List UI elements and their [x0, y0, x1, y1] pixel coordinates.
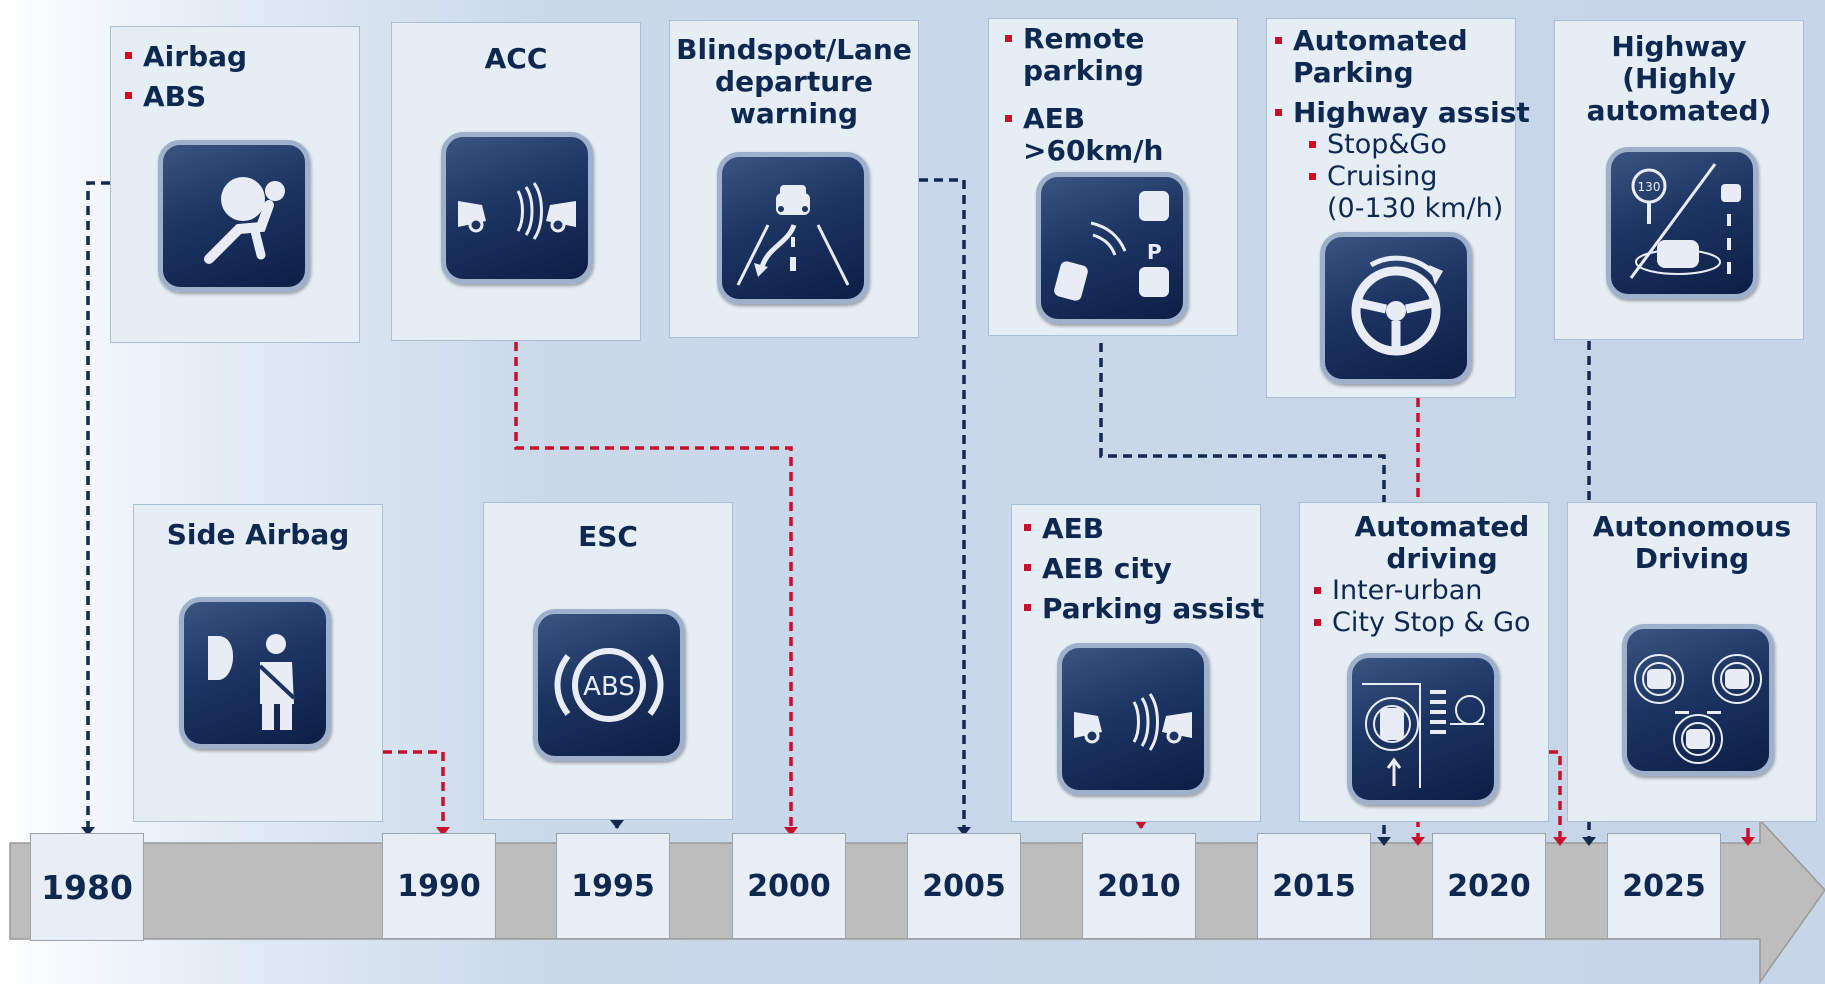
highway-speed-limit-icon: 130 [1606, 147, 1758, 299]
card-title-line: Blindspot/Lane [676, 33, 912, 66]
card-title: Side Airbag [166, 518, 350, 551]
bullet-item: AEB [1022, 509, 1264, 549]
surround-sensing-icon [1622, 624, 1774, 776]
bullet-item: Automated Parking [1273, 25, 1468, 89]
year-label-2015: 2015 [1257, 833, 1371, 939]
steering-wheel-icon [1320, 232, 1472, 384]
speed-limit-text: 130 [1638, 180, 1661, 194]
card-automated-driving: Automated driving Inter-urban City Stop … [1299, 502, 1549, 822]
year-label-2000: 2000 [732, 833, 846, 939]
intersection-icon [1347, 653, 1499, 805]
card-title-line: warning [729, 97, 859, 130]
sub-bullet-list: Inter-urban City Stop & Go [1312, 575, 1531, 639]
card-title-line: Autonomous [1592, 510, 1792, 543]
sub-bullet-item: Stop&Go [1307, 129, 1503, 161]
card-side-airbag: Side Airbag [133, 504, 383, 822]
card-aeb-parking-assist: AEB AEB city Parking assist [1011, 504, 1264, 822]
card-title: ACC [484, 42, 548, 75]
bullet-item: Parking assist [1022, 589, 1264, 629]
year-label-2010: 2010 [1082, 833, 1196, 939]
bullet-line: Parking [1293, 56, 1414, 89]
bullet-list: Airbag ABS [123, 37, 247, 117]
svg-text:P: P [1147, 240, 1162, 264]
card-title-line: Highway [1611, 30, 1747, 63]
card-autonomous-driving: Autonomous Driving [1567, 502, 1817, 822]
card-title-line: automated) [1586, 94, 1772, 127]
parking-icon: P [1036, 172, 1188, 324]
year-label-1980: 1980 [30, 833, 144, 941]
bullet-item: Highway assist [1273, 97, 1530, 129]
bullet-line: >60km/h [1023, 134, 1164, 167]
sub-bullet-item: Cruising [1307, 161, 1503, 193]
card-title-line: driving [1386, 542, 1498, 575]
bullet-item: Airbag [123, 37, 247, 77]
card-title-line: Automated [1354, 510, 1530, 543]
abs-warning-icon: ABS [533, 609, 685, 761]
bullet-item: Remote parking [1003, 23, 1144, 87]
card-highway-highly-automated: Highway (Highly automated) 130 [1554, 20, 1804, 340]
bullet-item: ABS [123, 77, 247, 117]
sub-bullet-continuation: (0-130 km/h) [1327, 193, 1504, 224]
year-label-2025: 2025 [1607, 833, 1721, 939]
card-title-line: (Highly [1622, 62, 1736, 95]
card-airbag-abs: Airbag ABS [110, 26, 360, 343]
lane-departure-icon [717, 152, 869, 304]
card-title-line: departure [715, 65, 873, 98]
bullet-line: Remote [1023, 22, 1145, 55]
bullet-item: AEB city [1022, 549, 1264, 589]
card-esc: ESC ABS [483, 502, 733, 820]
sub-bullet-item: City Stop & Go [1312, 607, 1531, 639]
card-automated-parking-highway-assist: Automated Parking Highway assist Stop&Go… [1266, 18, 1530, 398]
bullet-list: AEB AEB city Parking assist [1022, 509, 1264, 629]
year-label-2005: 2005 [907, 833, 1021, 939]
abs-text: ABS [583, 672, 635, 702]
card-acc: ACC [391, 22, 641, 341]
card-remote-parking-aeb: Remote parking AEB >60km/h P [988, 18, 1238, 336]
card-blindspot-lane-departure: Blindspot/Lane departure warning [669, 20, 919, 338]
front-collision-radar-icon [1057, 643, 1209, 795]
bullet-line: Automated [1293, 24, 1468, 57]
sub-bullet-item: Inter-urban [1312, 575, 1531, 607]
year-label-2020: 2020 [1432, 833, 1546, 939]
bullet-line: parking [1023, 54, 1144, 87]
card-title-line: Driving [1634, 542, 1750, 575]
front-collision-radar-icon [441, 132, 593, 284]
year-label-1990: 1990 [382, 833, 496, 939]
side-airbag-icon [179, 597, 331, 749]
airbag-icon [158, 140, 310, 292]
year-label-1995: 1995 [556, 833, 670, 939]
bullet-item: AEB >60km/h [1003, 103, 1163, 167]
sub-bullet-list: Stop&Go Cruising (0-130 km/h) [1307, 129, 1503, 225]
bullet-line: AEB [1023, 102, 1086, 135]
bullet-line: Highway assist [1293, 96, 1530, 129]
card-title: ESC [578, 520, 638, 553]
